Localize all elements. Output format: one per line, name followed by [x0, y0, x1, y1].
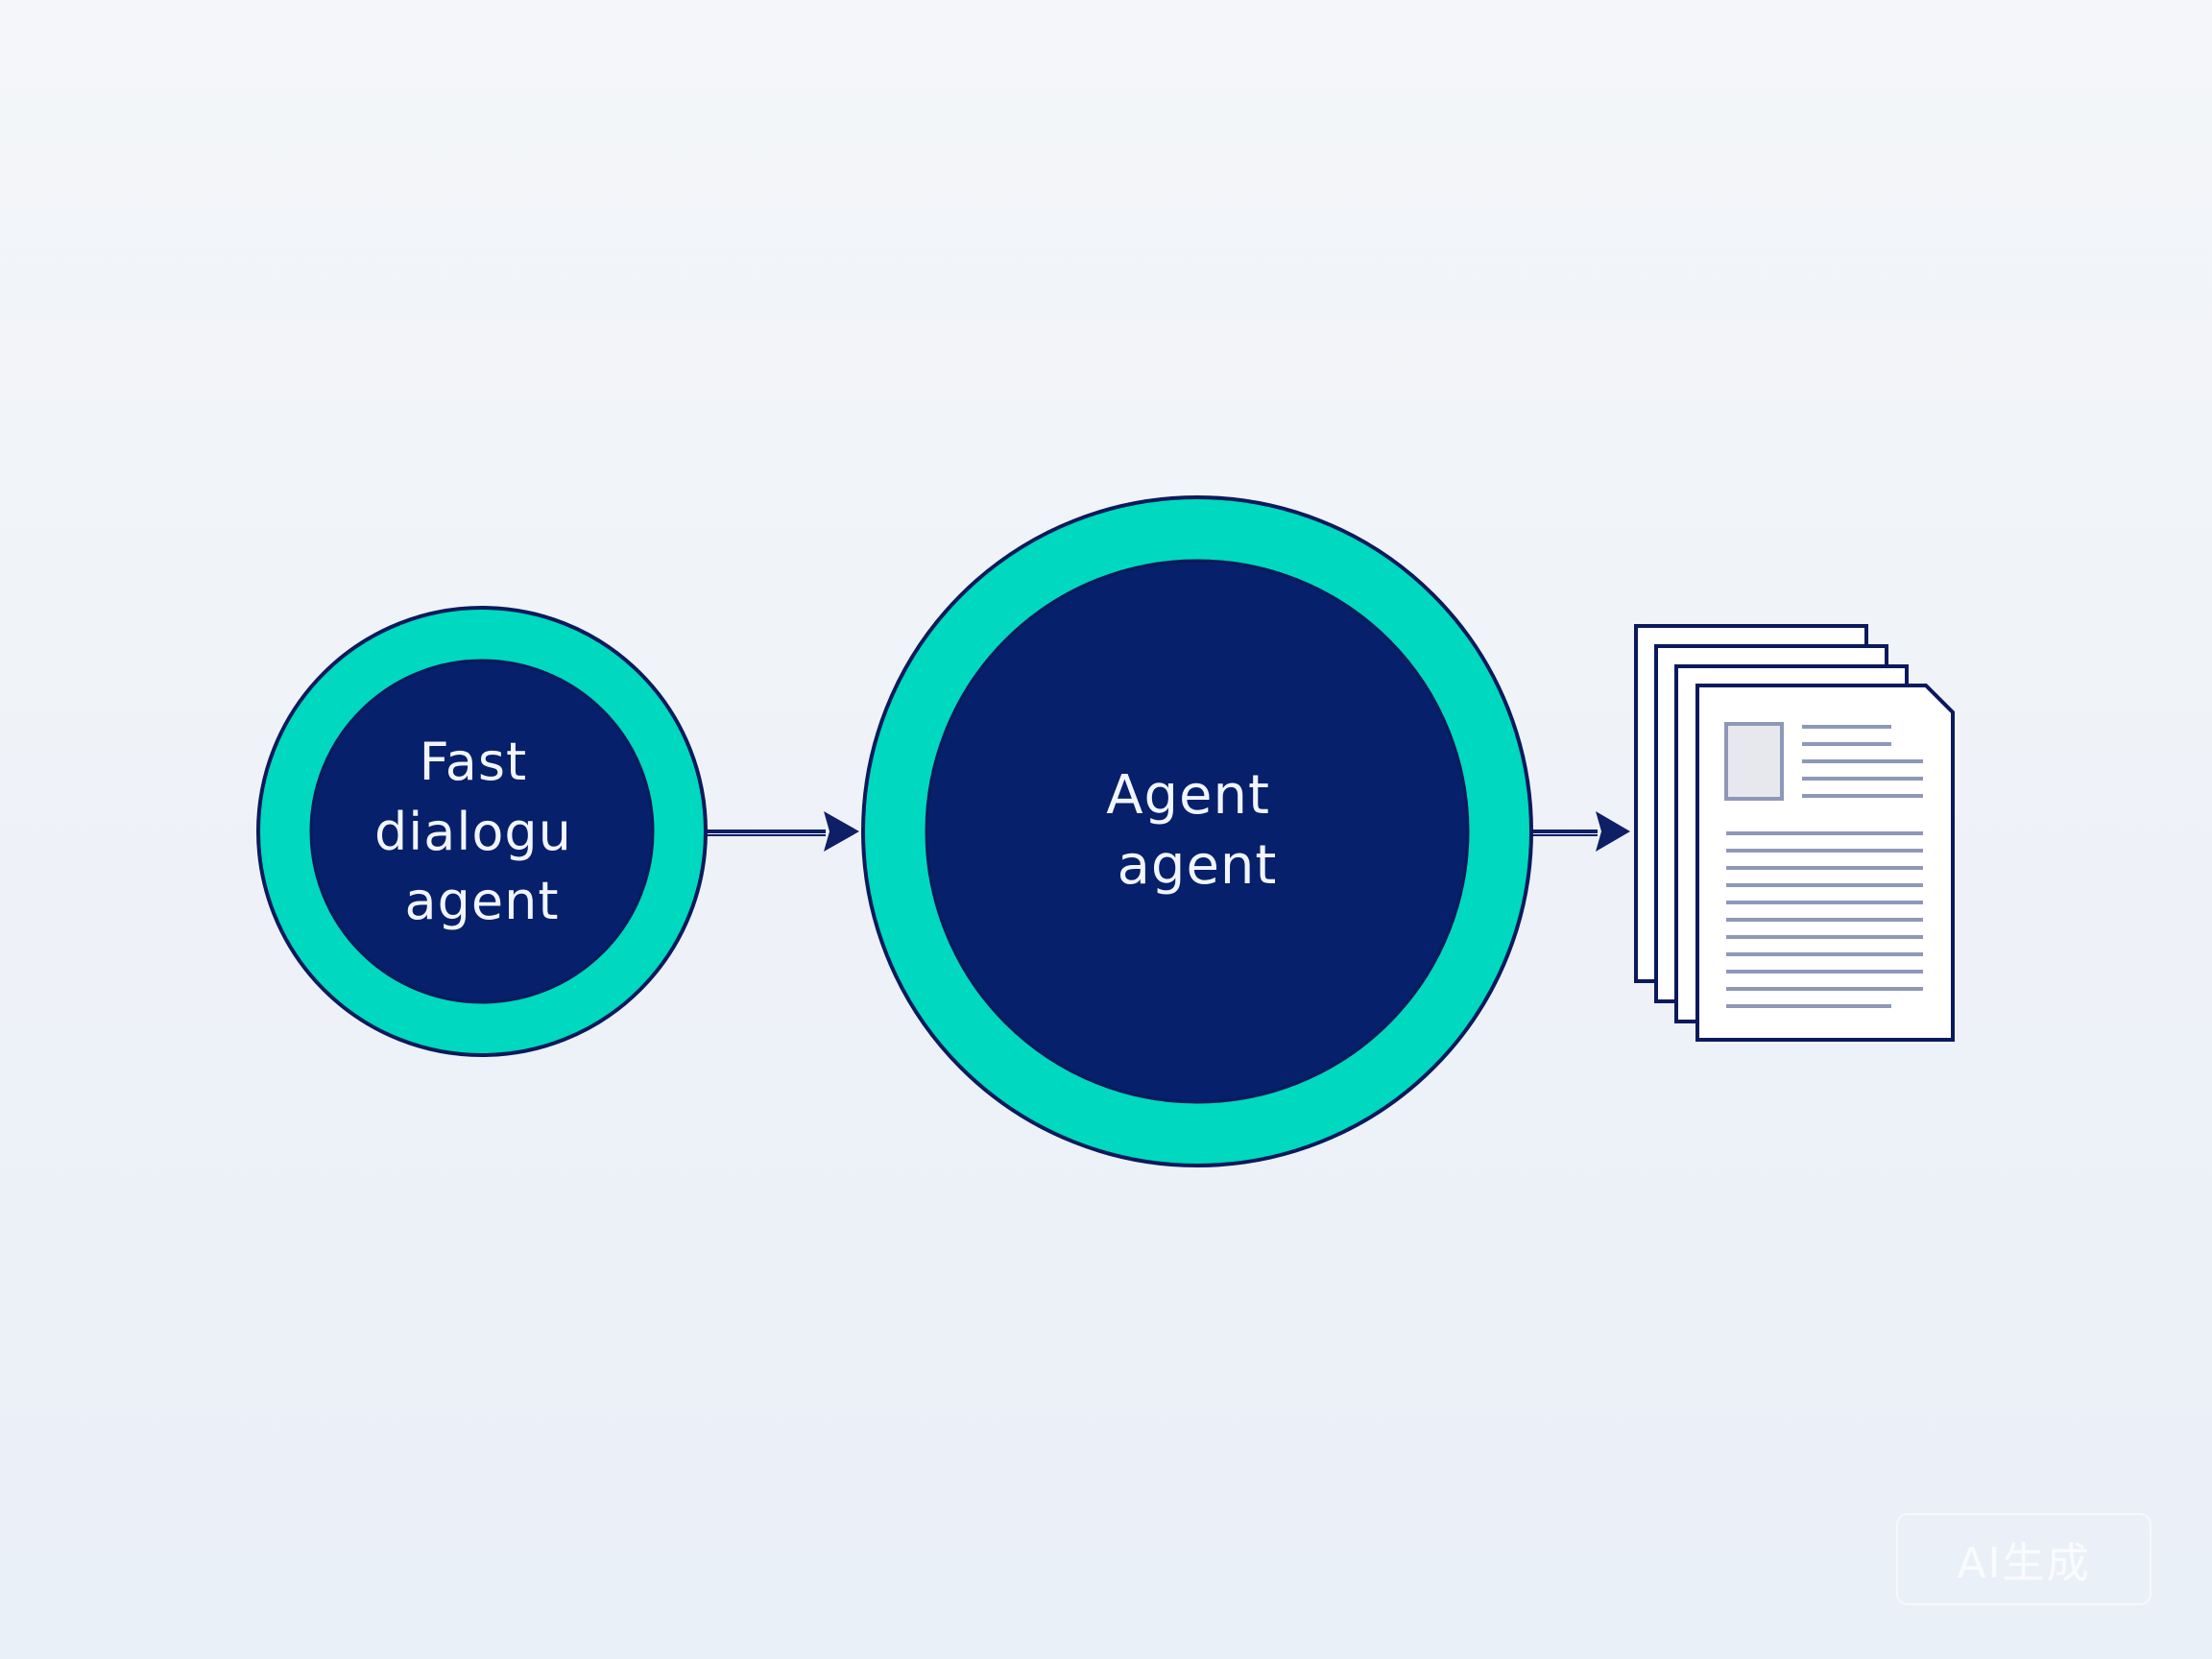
arrow-fast-to-agent: [706, 811, 859, 852]
node-label-line: Fast: [420, 732, 528, 792]
node-label-line: agent: [405, 871, 560, 931]
node-label-line: Agent: [1106, 764, 1270, 827]
arrow-agent-to-documents: [1530, 811, 1630, 852]
node-label-line: dialogu: [374, 802, 572, 862]
svg-text:Agent agent: Agent agent: [1106, 764, 1288, 897]
document-text-lines: [1726, 725, 1923, 1008]
svg-text:Fast dialogu agent: Fast dialogu agent: [374, 732, 589, 931]
document-thumbnail: [1724, 722, 1784, 801]
ai-generated-watermark: AI生成: [1896, 1513, 2152, 1605]
node-core: [309, 659, 655, 1004]
node-agent-agent: Agent agent: [861, 495, 1533, 1167]
node-core: [925, 559, 1470, 1104]
node-label-line: agent: [1118, 834, 1278, 897]
node-fast-dialogue-agent: Fast dialogu agent: [256, 606, 708, 1057]
document-stack-icon: [1634, 624, 1955, 1042]
